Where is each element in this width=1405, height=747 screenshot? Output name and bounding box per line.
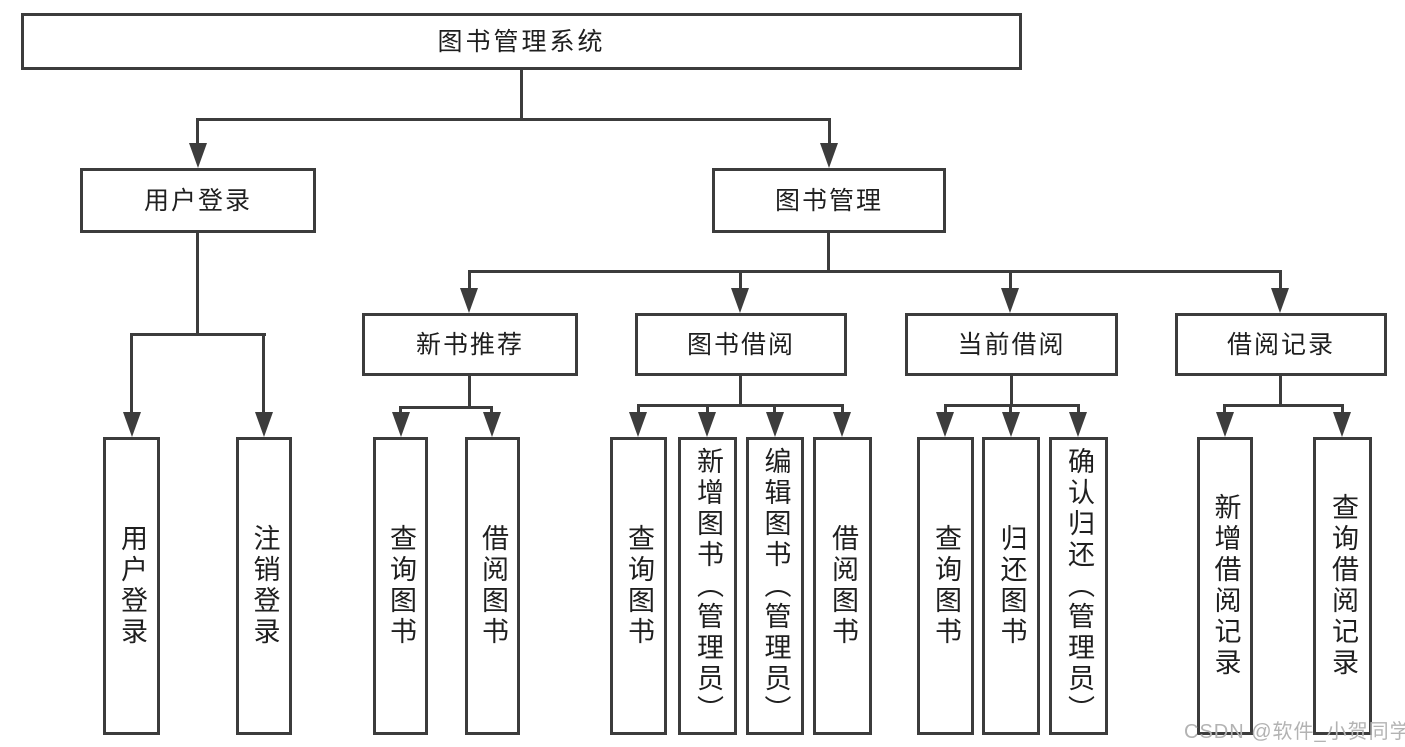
connector-line (262, 333, 265, 413)
connector-line (944, 404, 1080, 407)
connector-line (468, 270, 1282, 273)
node-leaf-borrow-book: 借阅图书 (813, 437, 872, 735)
connector-line (196, 233, 199, 335)
node-user-login: 用户登录 (80, 168, 316, 233)
arrow-down-icon (731, 288, 749, 313)
node-leaf-current-query-book: 查询图书 (917, 437, 974, 735)
node-label: 查询图书 (386, 524, 416, 648)
node-leaf-confirm-return-admin: 确认归还（管理员） (1049, 437, 1108, 735)
node-leaf-query-borrow-record: 查询借阅记录 (1313, 437, 1372, 735)
connector-line (1279, 270, 1282, 290)
node-label: 新书推荐 (415, 330, 524, 359)
node-library-management-system: 图书管理系统 (21, 13, 1022, 70)
arrow-down-icon (936, 412, 954, 437)
node-label: 新增借阅记录 (1210, 493, 1241, 679)
arrow-down-icon (1216, 412, 1234, 437)
node-borrow-records: 借阅记录 (1175, 313, 1387, 376)
connector-line (399, 406, 402, 414)
node-leaf-user-login: 用户登录 (103, 437, 160, 735)
arrow-down-icon (698, 412, 716, 437)
connector-line (827, 233, 830, 272)
connector-line (1009, 404, 1012, 412)
connector-line (1341, 404, 1344, 412)
connector-line (828, 118, 831, 148)
arrow-down-icon (766, 412, 784, 437)
arrow-down-icon (1069, 412, 1087, 437)
node-label: 借阅记录 (1226, 330, 1335, 359)
arrow-down-icon (189, 143, 207, 168)
node-leaf-recommend-query-book: 查询图书 (373, 437, 428, 735)
node-label: 图书管理 (774, 186, 883, 215)
arrow-down-icon (1271, 288, 1289, 313)
connector-line (739, 376, 742, 407)
arrow-down-icon (1002, 412, 1020, 437)
connector-line (130, 333, 266, 336)
node-label: 查询借阅记录 (1328, 493, 1358, 679)
connector-line (1077, 404, 1080, 412)
node-label: 借阅图书 (828, 524, 858, 648)
connector-line (1010, 376, 1013, 407)
node-label: 注销登录 (249, 524, 280, 648)
connector-line (520, 70, 523, 120)
connector-line (637, 404, 844, 407)
connector-line (196, 118, 199, 148)
node-label: 图书借阅 (686, 330, 795, 359)
node-leaf-edit-book-admin: 编辑图书（管理员） (746, 437, 804, 735)
node-label: 新增图书（管理员） (693, 446, 723, 726)
arrow-down-icon (629, 412, 647, 437)
arrow-down-icon (833, 412, 851, 437)
connector-line (399, 406, 493, 409)
arrow-down-icon (1001, 288, 1019, 313)
connector-line (944, 404, 947, 412)
connector-line (1223, 404, 1226, 412)
connector-line (1279, 376, 1282, 407)
connector-line (196, 118, 831, 121)
csdn-watermark: CSDN @软件_小贺同学 (1184, 721, 1405, 743)
arrow-down-icon (392, 412, 410, 437)
connector-line (773, 404, 776, 412)
node-new-book-recommend: 新书推荐 (362, 313, 578, 376)
connector-line (1009, 270, 1012, 290)
node-label: 用户登录 (117, 524, 147, 648)
node-label: 借阅图书 (478, 524, 508, 648)
connector-line (468, 270, 471, 290)
node-leaf-return-book: 归还图书 (982, 437, 1040, 735)
node-label: 确认归还（管理员） (1064, 446, 1094, 726)
node-book-management: 图书管理 (712, 168, 946, 233)
connector-line (841, 404, 844, 412)
node-label: 查询图书 (624, 524, 654, 648)
arrow-down-icon (255, 412, 273, 437)
connector-line (468, 376, 471, 408)
connector-line (1224, 404, 1344, 407)
arrow-down-icon (460, 288, 478, 313)
connector-line (706, 404, 709, 412)
node-label: 当前借阅 (957, 330, 1066, 359)
node-book-borrow: 图书借阅 (635, 313, 847, 376)
node-label: 查询图书 (931, 524, 961, 648)
connector-line (637, 404, 640, 412)
arrow-down-icon (123, 412, 141, 437)
node-label: 图书管理系统 (437, 27, 606, 56)
node-label: 用户登录 (143, 186, 252, 215)
connector-line (130, 333, 133, 413)
node-label: 归还图书 (996, 524, 1027, 648)
arrow-down-icon (820, 143, 838, 168)
node-leaf-add-book-admin: 新增图书（管理员） (678, 437, 737, 735)
connector-line (739, 270, 742, 290)
node-leaf-borrow-query-book: 查询图书 (610, 437, 667, 735)
connector-line (490, 406, 493, 414)
arrow-down-icon (1333, 412, 1351, 437)
node-leaf-add-borrow-record: 新增借阅记录 (1197, 437, 1253, 735)
node-leaf-recommend-borrow-book: 借阅图书 (465, 437, 520, 735)
node-label: 编辑图书（管理员） (760, 446, 791, 726)
arrow-down-icon (483, 412, 501, 437)
node-leaf-logout: 注销登录 (236, 437, 292, 735)
node-current-borrow: 当前借阅 (905, 313, 1118, 376)
